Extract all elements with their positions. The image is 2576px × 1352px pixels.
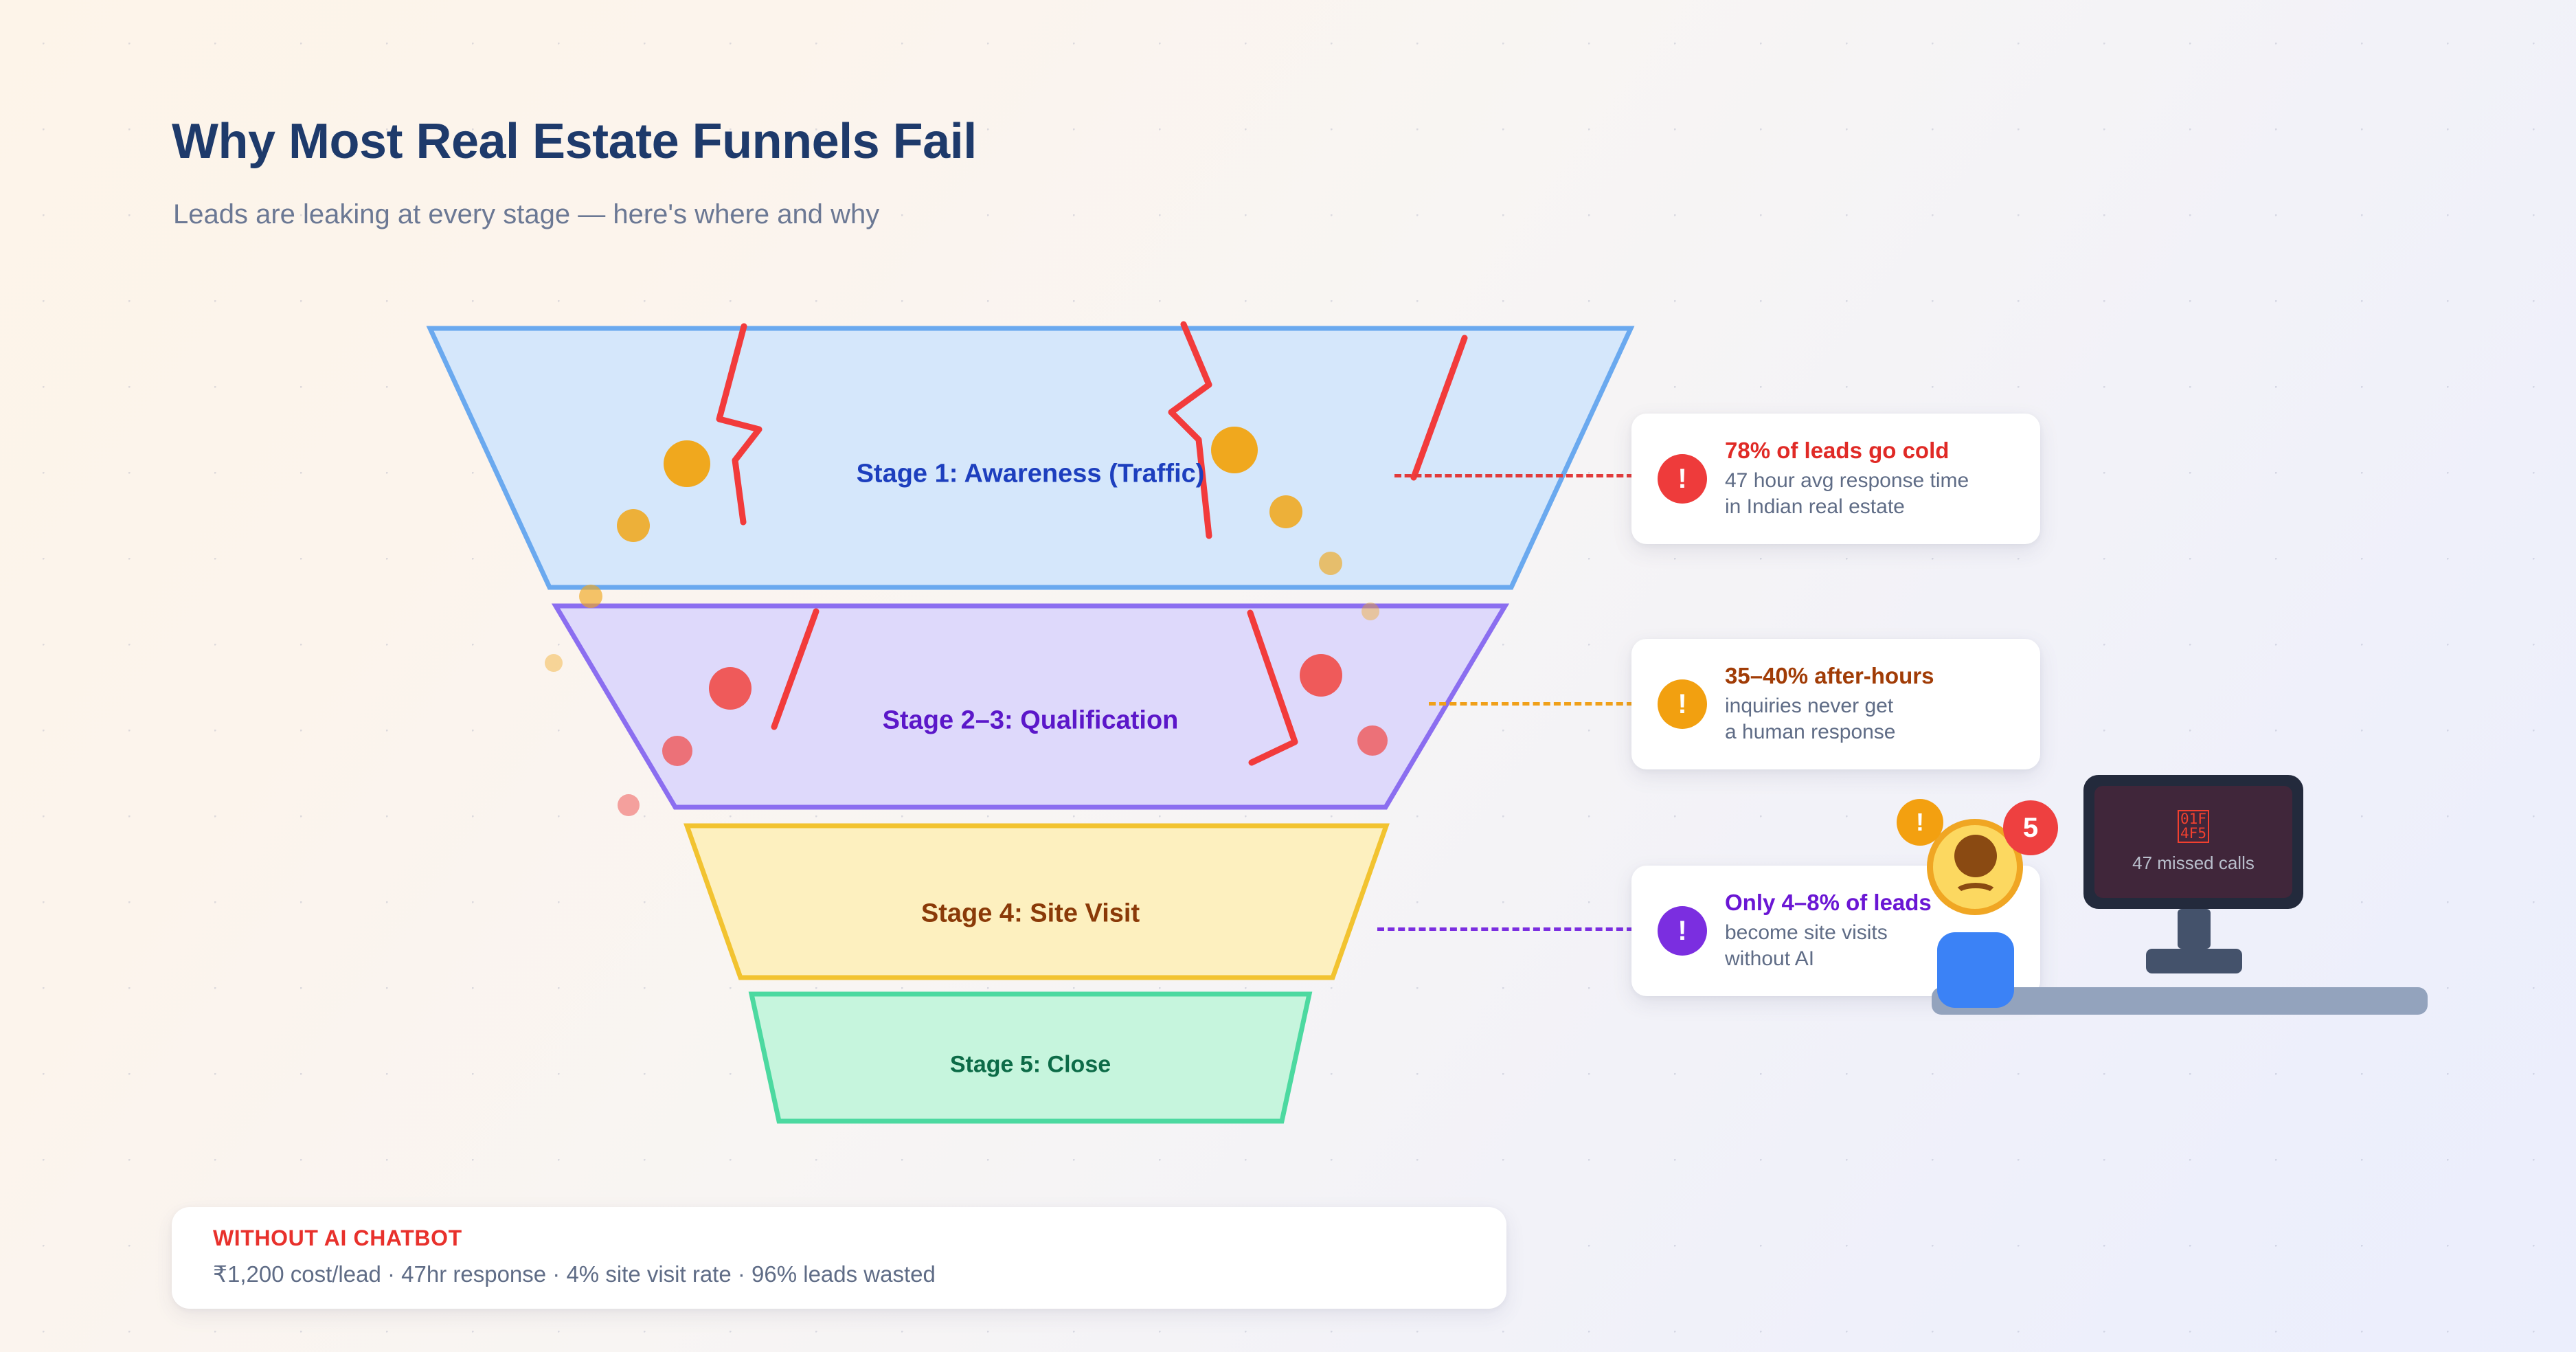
- callout-line-1: 47 hour avg response time: [1725, 469, 1969, 492]
- missed-calls-caption: 47 missed calls: [2132, 853, 2255, 873]
- callout-text-group: Only 4–8% of leads become site visits wi…: [1725, 890, 1932, 972]
- funnel-stage-4-label: Stage 4: Site Visit: [920, 899, 1140, 928]
- callout-text-group: 35–40% after-hours inquiries never get a…: [1725, 663, 1934, 745]
- callout-title: 35–40% after-hours: [1725, 662, 1934, 688]
- callout-line-2: a human response: [1725, 721, 1896, 743]
- monitor-stand-neck: [2178, 909, 2211, 949]
- monitor-stand-foot: [2146, 949, 2242, 973]
- avatar-frown-icon: [1953, 883, 1998, 906]
- callout-line-2: without AI: [1725, 947, 1815, 970]
- banner-title: WITHOUT AI CHATBOT: [213, 1226, 462, 1250]
- crack-lines-stage-1: [716, 321, 1468, 539]
- callout-line-1: inquiries never get: [1725, 694, 1894, 717]
- alert-icon: !: [1658, 454, 1707, 504]
- crack-lines-stage-2: [771, 608, 1298, 766]
- callout-line-1: become site visits: [1725, 921, 1888, 944]
- monitor-screen: 01F 4F5 47 missed calls: [2094, 786, 2292, 898]
- callout-text-group: 78% of leads go cold 47 hour avg respons…: [1725, 438, 1969, 520]
- callout-title: 78% of leads go cold: [1725, 437, 1950, 463]
- banner-stats: ₹1,200 cost/lead · 47hr response · 4% si…: [213, 1261, 936, 1287]
- funnel-stage-1-label: Stage 1: Awareness (Traffic): [856, 459, 1205, 488]
- page-title: Why Most Real Estate Funnels Fail: [172, 114, 977, 169]
- alert-badge-icon: !: [1897, 799, 1943, 846]
- callout-title: Only 4–8% of leads: [1725, 889, 1932, 915]
- notification-count-badge: 5: [2003, 800, 2058, 855]
- desk-surface: [1932, 987, 2428, 1015]
- connector-line-callout-3: [1377, 927, 1634, 931]
- avatar-hair: [1954, 835, 1997, 877]
- callout-card-leads-go-cold[interactable]: ! 78% of leads go cold 47 hour avg respo…: [1631, 414, 2040, 544]
- missing-glyph-icon: 01F 4F5: [2178, 810, 2209, 843]
- funnel-stage-1-shape: [426, 326, 1635, 590]
- callout-card-after-hours[interactable]: ! 35–40% after-hours inquiries never get…: [1631, 639, 2040, 769]
- page-subtitle: Leads are leaking at every stage — here'…: [173, 199, 880, 229]
- avatar-body: [1937, 932, 2014, 1008]
- monitor-icon: 01F 4F5 47 missed calls: [2083, 775, 2303, 909]
- connector-line-callout-1: [1394, 474, 1634, 477]
- funnel-stage-5-label: Stage 5: Close: [949, 1051, 1111, 1078]
- alert-icon: !: [1658, 679, 1707, 729]
- funnel-stage-2-label: Stage 2–3: Qualification: [882, 706, 1179, 735]
- connector-line-callout-2: [1429, 702, 1634, 706]
- without-ai-chatbot-banner: WITHOUT AI CHATBOT ₹1,200 cost/lead · 47…: [172, 1207, 1506, 1309]
- alert-icon: !: [1658, 906, 1707, 956]
- callout-line-2: in Indian real estate: [1725, 495, 1905, 518]
